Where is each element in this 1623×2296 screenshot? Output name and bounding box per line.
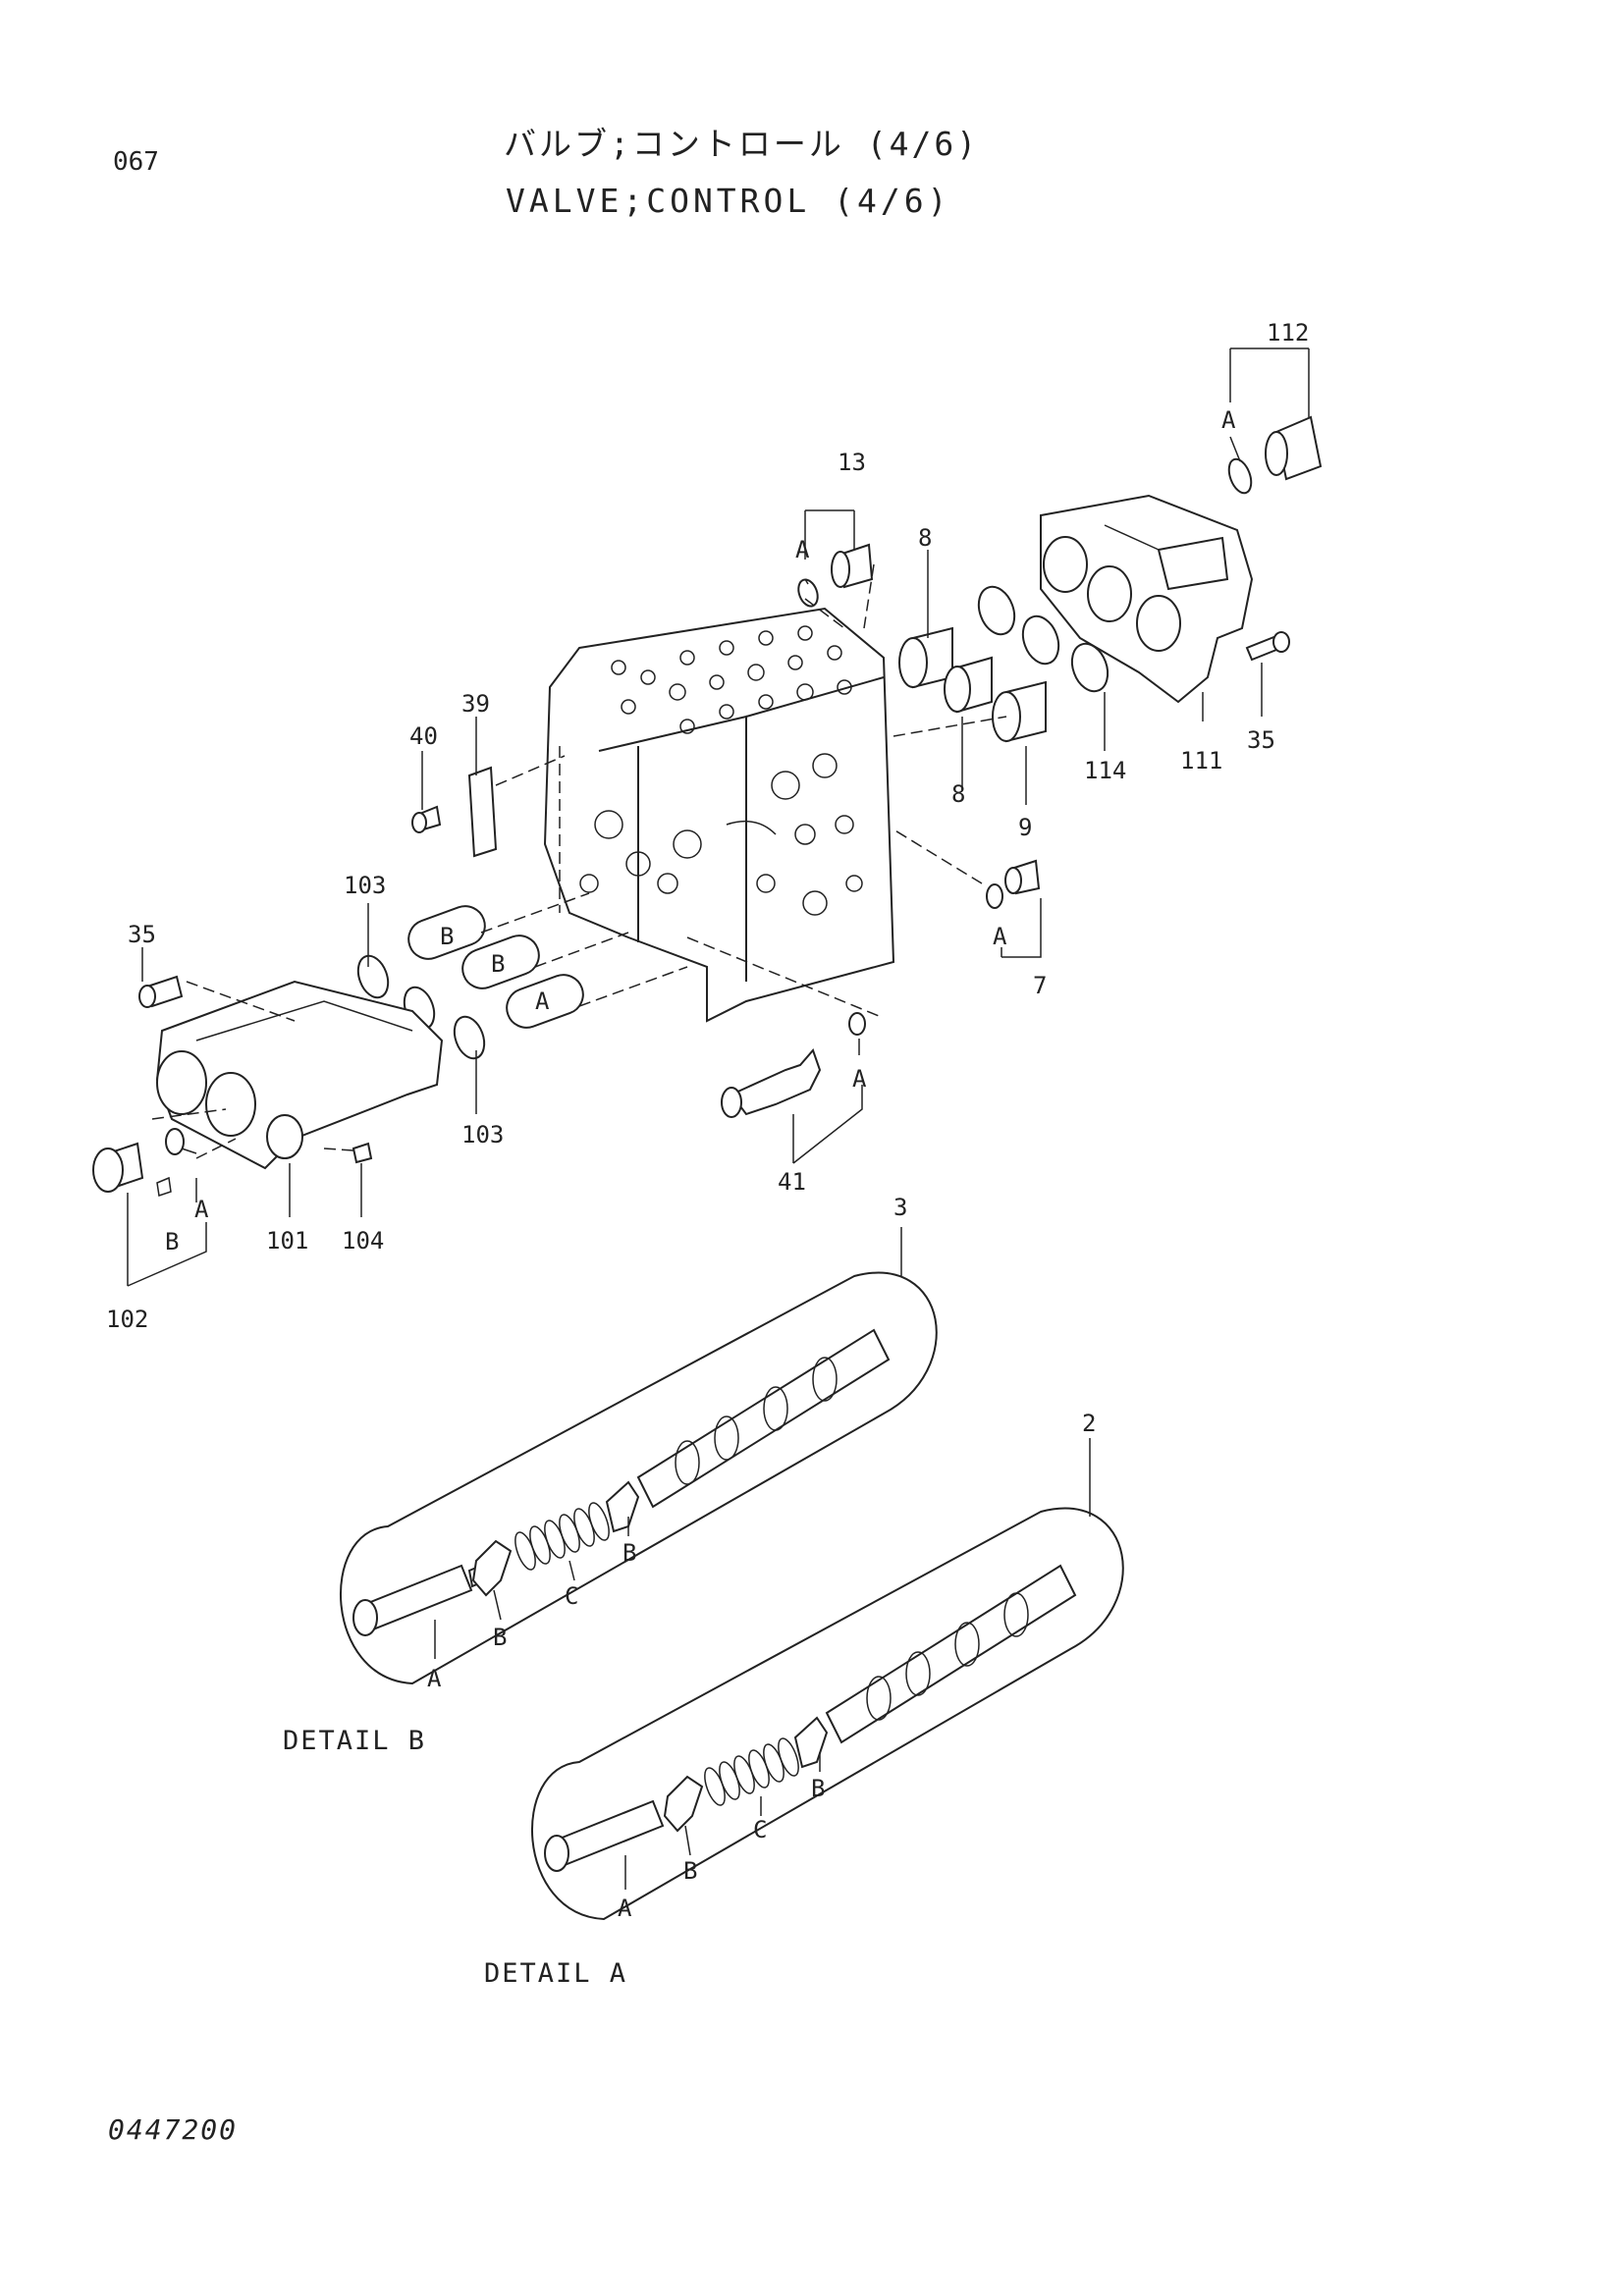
detail-b-enclosure xyxy=(339,1271,938,1685)
detail-a-letter-c: C xyxy=(753,1816,767,1843)
plug-112 xyxy=(1227,415,1323,495)
callout-35-right: 35 xyxy=(1247,726,1275,754)
detail-b-spring xyxy=(514,1502,610,1571)
piston-letter-b1: B xyxy=(440,923,454,950)
document-code: 0447200 xyxy=(108,2113,239,2146)
callout-103-bottom: 103 xyxy=(461,1121,504,1148)
detail-a-spring xyxy=(704,1737,799,1806)
detail-a-letter-b2: B xyxy=(811,1775,825,1802)
detail-b-label: DETAIL B xyxy=(283,1726,427,1756)
callout-112-letter-a: A xyxy=(1221,406,1236,434)
callout-101: 101 xyxy=(266,1227,308,1255)
seal-rings-114 xyxy=(977,585,1109,693)
relief-valve-41 xyxy=(721,1012,866,1118)
callout-41: 41 xyxy=(778,1168,806,1196)
bolt-35-left xyxy=(138,975,184,1008)
plug-7 xyxy=(986,859,1041,909)
left-pistons xyxy=(356,905,584,1060)
callout-103-top: 103 xyxy=(344,872,386,899)
detail-a-letter-a: A xyxy=(618,1895,632,1922)
detail-b-letter-a: A xyxy=(427,1665,442,1692)
callout-8-bottom: 8 xyxy=(951,780,965,808)
callout-2: 2 xyxy=(1082,1410,1096,1437)
callout-3: 3 xyxy=(893,1194,907,1221)
detail-b-letter-b2: B xyxy=(622,1539,636,1567)
page-number: 067 xyxy=(113,147,159,177)
callout-41-letter-a: A xyxy=(852,1065,867,1093)
callout-40: 40 xyxy=(409,722,438,750)
callout-13: 13 xyxy=(838,449,866,476)
detail-b-letter-b1: B xyxy=(493,1624,507,1651)
right-cover-111 xyxy=(1040,494,1254,704)
callout-102: 102 xyxy=(106,1306,148,1333)
screw-104 xyxy=(352,1142,373,1164)
callout-102-letter-a: A xyxy=(194,1196,209,1223)
callout-104: 104 xyxy=(342,1227,384,1255)
valve-body xyxy=(543,607,895,1023)
callout-7-letter-a: A xyxy=(993,923,1007,950)
leader-lines xyxy=(127,347,1310,1890)
detail-a-letter-b1: B xyxy=(683,1857,697,1885)
callout-35-left: 35 xyxy=(128,921,156,948)
bracket-39 xyxy=(411,766,498,858)
detail-b-letter-c: C xyxy=(565,1582,578,1610)
title-english: VALVE;CONTROL (4/6) xyxy=(506,182,951,220)
left-cover-101 xyxy=(155,980,444,1170)
callout-102-letter-b: B xyxy=(165,1228,179,1255)
callout-111: 111 xyxy=(1180,747,1222,774)
plug-13 xyxy=(797,543,874,608)
title-japanese: バルブ;コントロール (4/6) xyxy=(504,125,980,163)
callout-9: 9 xyxy=(1018,814,1032,841)
callout-13-letter-a: A xyxy=(795,536,810,563)
bolt-35-right xyxy=(1245,631,1290,662)
sleeves-8-9 xyxy=(898,626,1047,743)
callout-112: 112 xyxy=(1267,319,1309,347)
piston-letter-a: A xyxy=(535,988,550,1015)
callout-39: 39 xyxy=(461,690,490,718)
piston-letter-b2: B xyxy=(491,950,505,978)
plug-102 xyxy=(92,1128,185,1197)
detail-a-label: DETAIL A xyxy=(484,1958,628,1989)
callout-114: 114 xyxy=(1084,757,1126,784)
callout-8-top: 8 xyxy=(918,524,932,552)
callout-7: 7 xyxy=(1033,972,1047,999)
detail-a-enclosure xyxy=(530,1507,1124,1921)
assembly-lines xyxy=(151,563,1007,1159)
